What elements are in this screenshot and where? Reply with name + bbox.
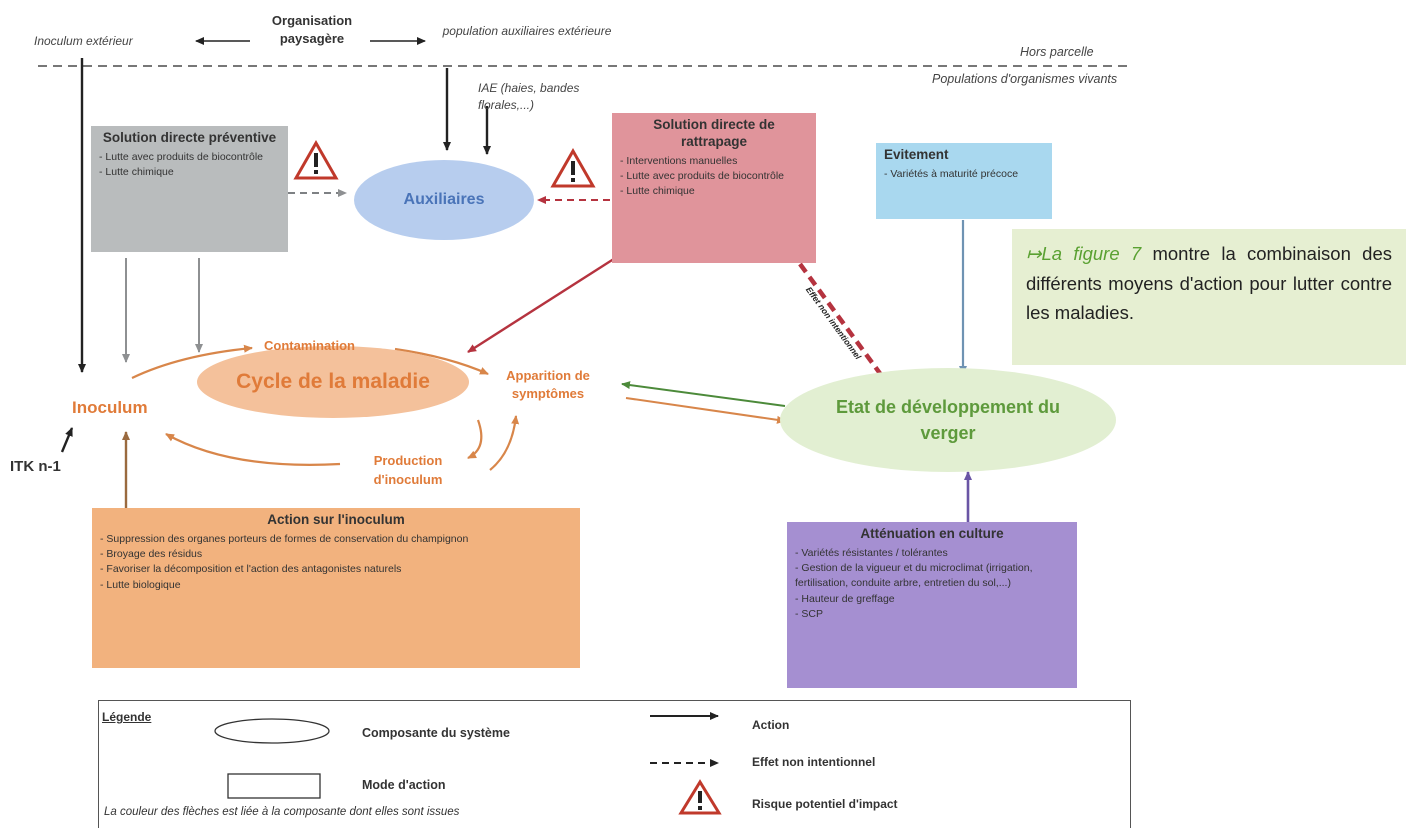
inoculum-exterieur-label: Inoculum extérieur <box>34 34 133 48</box>
legend-effet-label: Effet non intentionnel <box>752 755 876 769</box>
action-inoculum-title: Action sur l'inoculum <box>267 512 405 527</box>
legend-note: La couleur des flèches est liée à la com… <box>104 806 460 818</box>
evitement-title: Evitement <box>884 147 949 162</box>
list-item: Lutte chimique <box>99 165 280 180</box>
arrow-rattrapage-to-etat <box>798 262 889 385</box>
evitement-box: Evitement Variétés à maturité précoce <box>876 143 1052 219</box>
list-item: Variétés à maturité précoce <box>884 167 1044 182</box>
list-item: Lutte chimique <box>620 184 808 199</box>
warning-icon <box>550 147 596 188</box>
legend-ellipse-icon <box>214 718 330 744</box>
etat-verger-node: Etat de développement du verger <box>780 368 1116 472</box>
arrow-production-to-apparition <box>489 415 520 471</box>
legend-rectangle-icon <box>227 773 321 799</box>
hors-parcelle-label: Hors parcelle <box>1020 45 1094 59</box>
itk-label: ITK n-1 <box>10 458 61 475</box>
arrow-apparition-to-production <box>467 419 483 459</box>
auxiliaires-node: Auxiliaires <box>354 160 534 240</box>
legend-action-label: Action <box>752 718 790 732</box>
solution-preventive-title: Solution directe préventive <box>102 130 277 145</box>
organisation-paysagere-label: Organisation paysagère <box>271 13 353 46</box>
legend-composante-label: Composante du système <box>362 726 510 740</box>
attenuation-title: Atténuation en culture <box>860 526 1004 541</box>
callout-text: montre la combinaison des différents moy… <box>1026 243 1392 324</box>
figure-callout: ↦La figure 7 montre la combinaison des d… <box>1012 229 1406 365</box>
list-item: Hauteur de greffage <box>795 592 1069 607</box>
legend-mode-label: Mode d'action <box>362 778 446 792</box>
legend-box <box>98 700 1131 828</box>
action-inoculum-box: Action sur l'inoculum Suppression des or… <box>92 508 580 668</box>
list-item: Gestion de la vigueur et du microclimat … <box>795 561 1069 591</box>
warning-icon <box>293 139 339 180</box>
list-item: Lutte biologique <box>100 578 572 593</box>
apparition-label: Apparition de symptômes <box>506 368 590 401</box>
inoculum-label: Inoculum <box>72 398 148 417</box>
contamination-label: Contamination <box>264 338 355 353</box>
figure-reference-link[interactable]: ↦La figure 7 <box>1026 243 1142 264</box>
cycle-maladie-node: Cycle de la maladie <box>197 346 469 418</box>
populations-vivants-label: Populations d'organismes vivants <box>932 72 1118 86</box>
list-item: Lutte avec produits de biocontrôle <box>620 169 808 184</box>
list-item: Broyage des résidus <box>100 547 572 562</box>
legend-warning-icon <box>678 779 722 815</box>
population-auxiliaires-label: population auxiliaires extérieure <box>442 24 612 38</box>
list-item: SCP <box>795 607 1069 622</box>
list-item: Lutte avec produits de biocontrôle <box>99 150 280 165</box>
legend-title: Légende <box>102 710 152 724</box>
production-label: Production d'inoculum <box>373 453 443 487</box>
arrow-itk-to-inoculum <box>60 427 74 453</box>
arrow-etat-to-apparition <box>621 381 786 407</box>
iae-label: IAE (haies, bandes florales,...) <box>478 81 580 113</box>
solution-rattrapage-title: Solution directe de rattrapage <box>653 117 775 149</box>
solution-preventive-box: Solution directe préventive Lutte avec p… <box>91 126 288 252</box>
list-item: Favoriser la décomposition et l'action d… <box>100 562 572 577</box>
arrow-inoculum-to-contamination <box>131 344 253 379</box>
list-item: Variétés résistantes / tolérantes <box>795 546 1069 561</box>
legend-risque-label: Risque potentiel d'impact <box>752 797 898 811</box>
attenuation-box: Atténuation en culture Variétés résistan… <box>787 522 1077 688</box>
arrow-rattrapage-to-apparition <box>467 253 621 354</box>
arrow-production-to-inoculum <box>165 433 341 466</box>
list-item: Interventions manuelles <box>620 154 808 169</box>
solution-rattrapage-box: Solution directe de rattrapage Intervent… <box>612 113 816 263</box>
list-item: Suppression des organes porteurs de form… <box>100 532 572 547</box>
arrow-apparition-to-etat <box>625 397 786 424</box>
